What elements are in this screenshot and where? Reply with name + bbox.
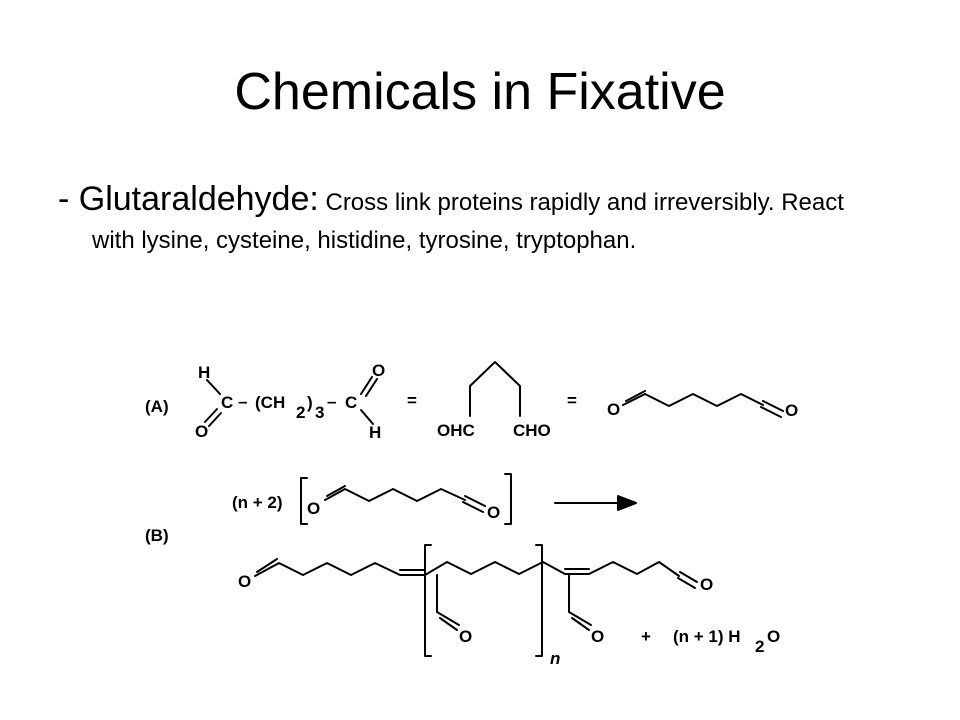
product-branch-2-double	[571, 617, 590, 631]
formula-paren-close: )	[307, 393, 313, 412]
atom-h-bottom: H	[369, 423, 381, 442]
reactant-double-left	[326, 485, 346, 497]
bond-c-o-right-1	[360, 376, 373, 395]
atom-h-top: H	[198, 363, 210, 382]
reactant-chain	[324, 488, 466, 502]
skeletal-chain-vertical	[469, 361, 521, 417]
bond-o-c-left-1	[204, 408, 218, 423]
skeletal-double-right-2	[760, 406, 782, 418]
chemistry-figure: (A) H C – O (CH 2 ) 3 – C O H = OHC CHO …	[95, 312, 845, 704]
plus-sign: +	[641, 627, 651, 646]
repeat-n: n	[550, 649, 560, 668]
atom-o-left: O	[195, 422, 208, 441]
bond-h-c-left	[206, 379, 221, 395]
atom-c-left: C	[221, 393, 233, 412]
skeletal-double-left	[625, 390, 646, 402]
formula-sub-3: 3	[315, 403, 324, 422]
reactant-coefficient: (n + 2)	[232, 493, 283, 512]
bullet-text: Cross link proteins rapidly and irrevers…	[92, 189, 844, 254]
formula-ch: (CH	[255, 393, 285, 412]
product-chain	[254, 561, 680, 577]
product-o-right: O	[700, 575, 713, 594]
reactant-double-right-2	[462, 501, 484, 513]
product-double-right-2	[677, 577, 696, 589]
reactant-bracket-right	[504, 473, 512, 525]
atom-o-top: O	[372, 361, 385, 380]
atom-cho: CHO	[513, 421, 551, 440]
bond-o-c-left-2	[208, 412, 222, 427]
skeletal-double-right-1	[762, 400, 784, 412]
slide-title: Chemicals in Fixative	[234, 63, 726, 121]
product-o-left: O	[238, 572, 251, 591]
water-coefficient: (n + 1) H	[673, 627, 741, 646]
label-a: (A)	[145, 397, 169, 416]
atom-c-right: C	[345, 393, 357, 412]
equals-2: =	[567, 391, 577, 410]
reactant-o-right: O	[487, 503, 500, 522]
atom-ohc: OHC	[437, 421, 475, 440]
formula-sub-2: 2	[296, 403, 305, 422]
product-branch-1-double	[439, 617, 458, 631]
product-o-branch-2: O	[591, 627, 604, 646]
reaction-arrow-head	[617, 495, 637, 511]
equals-1: =	[407, 391, 417, 410]
bond-c-o-right-2	[365, 378, 378, 397]
label-b: (B)	[145, 526, 169, 545]
bullet-glutaraldehyde: - Glutaraldehyde: Cross link proteins ra…	[58, 180, 892, 260]
bond-c-h-right	[360, 409, 374, 425]
product-o-branch-1: O	[459, 627, 472, 646]
product-branch-1	[436, 574, 460, 626]
water-sub-2: 2	[755, 637, 764, 656]
reactant-double-right-1	[464, 495, 486, 507]
water-o: O	[767, 627, 780, 646]
product-double-right-1	[679, 571, 698, 583]
dash-right: –	[327, 392, 336, 411]
bullet-lead: - Glutaraldehyde:	[58, 180, 319, 218]
skeletal-chain-right	[622, 393, 764, 407]
skeletal-o-left: O	[607, 400, 620, 419]
reaction-diagram: (A) H C – O (CH 2 ) 3 – C O H = OHC CHO …	[145, 361, 798, 668]
product-branch-2	[568, 574, 592, 626]
reactant-bracket-left	[300, 477, 308, 525]
dash-left: –	[238, 392, 247, 411]
repeat-bracket-right	[535, 544, 543, 657]
product-double-left	[256, 558, 278, 573]
skeletal-o-right: O	[785, 401, 798, 420]
repeat-bracket-left	[424, 544, 432, 657]
reactant-o-left: O	[307, 499, 320, 518]
